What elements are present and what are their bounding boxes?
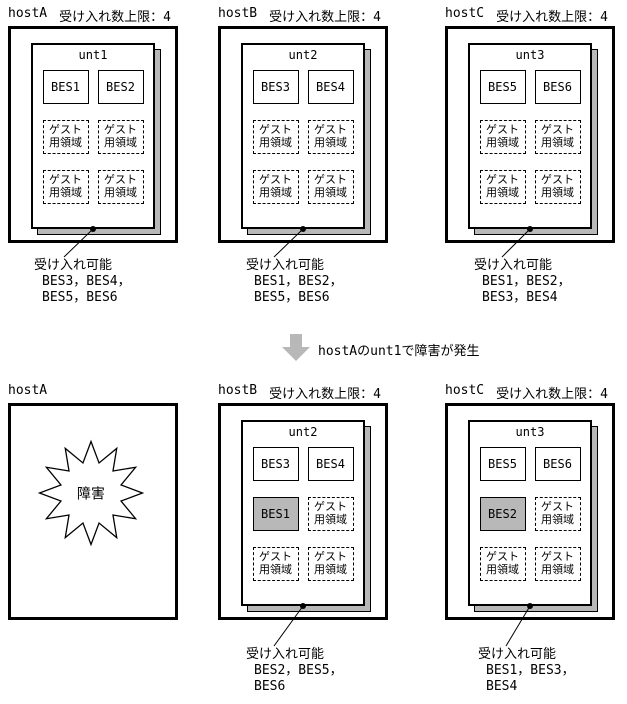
bottom-hostB-acceptable: 受け入れ可能 BES2，BES5， BES6 (246, 647, 343, 695)
guest-area-box: ゲスト 用領域 (307, 120, 354, 154)
unit-grid: BES5 BES6 ゲスト 用領域 ゲスト 用領域 ゲスト 用領域 ゲスト 用領… (479, 70, 581, 204)
guest-area-box: ゲスト 用領域 (97, 170, 144, 204)
unit-name: unt1 (78, 48, 108, 62)
guest-area-box: ゲスト 用領域 (307, 497, 354, 531)
acceptable-line: BES5，BES6 (254, 290, 330, 305)
guest-area-box: ゲスト 用領域 (307, 170, 354, 204)
unit-unt1: unt1 BES1 BES2 ゲスト 用領域 ゲスト 用領域 ゲスト 用領域 ゲ… (31, 43, 161, 235)
top-hostB-label: hostB 受け入れ数上限：4 (218, 6, 381, 25)
acceptable-line: BES2，BES5， (254, 663, 343, 678)
guest-area-box: ゲスト 用領域 (534, 547, 581, 581)
bes-box: BES4 (307, 70, 354, 104)
host-accept-limit: 受け入れ数上限：4 (269, 10, 381, 25)
guest-area-box: ゲスト 用領域 (42, 170, 89, 204)
acceptable-line: BES1，BES3， (486, 663, 575, 678)
accepted-bes-box: BES1 (252, 497, 299, 531)
bottom-hostC-box: unt3 BES5 BES6 BES2 ゲスト 用領域 ゲスト 用領域 ゲスト … (445, 403, 615, 620)
bottom-hostC-label: hostC 受け入れ数上限：4 (445, 383, 608, 402)
unit-face: unt3 BES5 BES6 BES2 ゲスト 用領域 ゲスト 用領域 ゲスト … (468, 420, 592, 606)
unit-face: unt1 BES1 BES2 ゲスト 用領域 ゲスト 用領域 ゲスト 用領域 ゲ… (31, 43, 155, 229)
guest-area-box: ゲスト 用領域 (479, 547, 526, 581)
unit-grid: BES1 BES2 ゲスト 用領域 ゲスト 用領域 ゲスト 用領域 ゲスト 用領… (42, 70, 144, 204)
unit-grid: BES5 BES6 BES2 ゲスト 用領域 ゲスト 用領域 ゲスト 用領域 (479, 447, 581, 581)
host-name: hostA (8, 383, 48, 398)
bes-box: BES1 (42, 70, 89, 104)
bes-box: BES5 (479, 447, 526, 481)
guest-area-box: ゲスト 用領域 (534, 120, 581, 154)
host-accept-limit: 受け入れ数上限：4 (269, 387, 381, 402)
unit-name: unt3 (515, 48, 545, 62)
host-accept-limit: 受け入れ数上限：4 (496, 10, 608, 25)
bes-box: BES6 (534, 70, 581, 104)
unit-unt2: unt2 BES3 BES4 ゲスト 用領域 ゲスト 用領域 ゲスト 用領域 ゲ… (241, 43, 371, 235)
unit-name: unt2 (288, 48, 318, 62)
top-hostB-box: unt2 BES3 BES4 ゲスト 用領域 ゲスト 用領域 ゲスト 用領域 ゲ… (218, 26, 388, 243)
unit-name: unt3 (515, 425, 545, 439)
host-name: hostC (445, 6, 485, 21)
unit-unt2: unt2 BES3 BES4 BES1 ゲスト 用領域 ゲスト 用領域 ゲスト … (241, 420, 371, 612)
acceptable-line: BES6 (254, 679, 286, 694)
accepted-bes-box: BES2 (479, 497, 526, 531)
guest-area-box: ゲスト 用領域 (252, 120, 299, 154)
host-name: hostB (218, 6, 258, 21)
top-hostA-box: unt1 BES1 BES2 ゲスト 用領域 ゲスト 用領域 ゲスト 用領域 ゲ… (8, 26, 178, 243)
acceptable-line: BES1，BES2， (482, 274, 571, 289)
acceptable-title: 受け入れ可能 (34, 258, 113, 273)
acceptable-line: BES3，BES4， (42, 274, 131, 289)
host-name: hostB (218, 383, 258, 398)
failure-label: 障害 (77, 486, 105, 502)
acceptable-title: 受け入れ可能 (474, 258, 553, 273)
guest-area-box: ゲスト 用領域 (97, 120, 144, 154)
guest-area-box: ゲスト 用領域 (479, 170, 526, 204)
unit-face: unt3 BES5 BES6 ゲスト 用領域 ゲスト 用領域 ゲスト 用領域 ゲ… (468, 43, 592, 229)
guest-area-box: ゲスト 用領域 (252, 170, 299, 204)
bottom-hostB-label: hostB 受け入れ数上限：4 (218, 383, 381, 402)
bottom-hostA-label: hostA (8, 383, 47, 398)
unit-grid: BES3 BES4 ゲスト 用領域 ゲスト 用領域 ゲスト 用領域 ゲスト 用領… (252, 70, 354, 204)
guest-area-box: ゲスト 用領域 (42, 120, 89, 154)
bes-box: BES5 (479, 70, 526, 104)
bottom-hostB-box: unt2 BES3 BES4 BES1 ゲスト 用領域 ゲスト 用領域 ゲスト … (218, 403, 388, 620)
acceptable-line: BES4 (486, 679, 518, 694)
guest-area-box: ゲスト 用領域 (252, 547, 299, 581)
acceptable-line: BES3，BES4 (482, 290, 558, 305)
host-accept-limit: 受け入れ数上限：4 (496, 387, 608, 402)
unit-name: unt2 (288, 425, 318, 439)
bes-box: BES4 (307, 447, 354, 481)
bottom-hostC-acceptable: 受け入れ可能 BES1，BES3， BES4 (478, 647, 575, 695)
bes-box: BES2 (97, 70, 144, 104)
top-hostA-acceptable: 受け入れ可能 BES3，BES4， BES5，BES6 (34, 258, 131, 306)
bes-box: BES3 (252, 447, 299, 481)
acceptable-line: BES1，BES2， (254, 274, 343, 289)
top-hostC-acceptable: 受け入れ可能 BES1，BES2， BES3，BES4 (474, 258, 571, 306)
host-name: hostC (445, 383, 485, 398)
acceptable-title: 受け入れ可能 (246, 258, 325, 273)
unit-unt3: unt3 BES5 BES6 BES2 ゲスト 用領域 ゲスト 用領域 ゲスト … (468, 420, 598, 612)
top-hostC-label: hostC 受け入れ数上限：4 (445, 6, 608, 25)
down-arrow-icon (282, 334, 310, 361)
unit-face: unt2 BES3 BES4 BES1 ゲスト 用領域 ゲスト 用領域 ゲスト … (241, 420, 365, 606)
unit-grid: BES3 BES4 BES1 ゲスト 用領域 ゲスト 用領域 ゲスト 用領域 (252, 447, 354, 581)
unit-face: unt2 BES3 BES4 ゲスト 用領域 ゲスト 用領域 ゲスト 用領域 ゲ… (241, 43, 365, 229)
host-accept-limit: 受け入れ数上限：4 (59, 10, 171, 25)
bottom-hostA-box: 障害 (8, 403, 178, 620)
top-hostC-box: unt3 BES5 BES6 ゲスト 用領域 ゲスト 用領域 ゲスト 用領域 ゲ… (445, 26, 615, 243)
host-name: hostA (8, 6, 48, 21)
arrow-caption: hostAのunt1で障害が発生 (318, 344, 480, 359)
acceptable-title: 受け入れ可能 (478, 647, 557, 662)
guest-area-box: ゲスト 用領域 (479, 120, 526, 154)
acceptable-title: 受け入れ可能 (246, 647, 325, 662)
unit-unt3: unt3 BES5 BES6 ゲスト 用領域 ゲスト 用領域 ゲスト 用領域 ゲ… (468, 43, 598, 235)
acceptable-line: BES5，BES6 (42, 290, 118, 305)
failure-burst-icon: 障害 (37, 439, 145, 547)
top-hostA-label: hostA 受け入れ数上限：4 (8, 6, 171, 25)
bes-box: BES6 (534, 447, 581, 481)
guest-area-box: ゲスト 用領域 (534, 497, 581, 531)
top-hostB-acceptable: 受け入れ可能 BES1，BES2， BES5，BES6 (246, 258, 343, 306)
guest-area-box: ゲスト 用領域 (534, 170, 581, 204)
guest-area-box: ゲスト 用領域 (307, 547, 354, 581)
bes-box: BES3 (252, 70, 299, 104)
